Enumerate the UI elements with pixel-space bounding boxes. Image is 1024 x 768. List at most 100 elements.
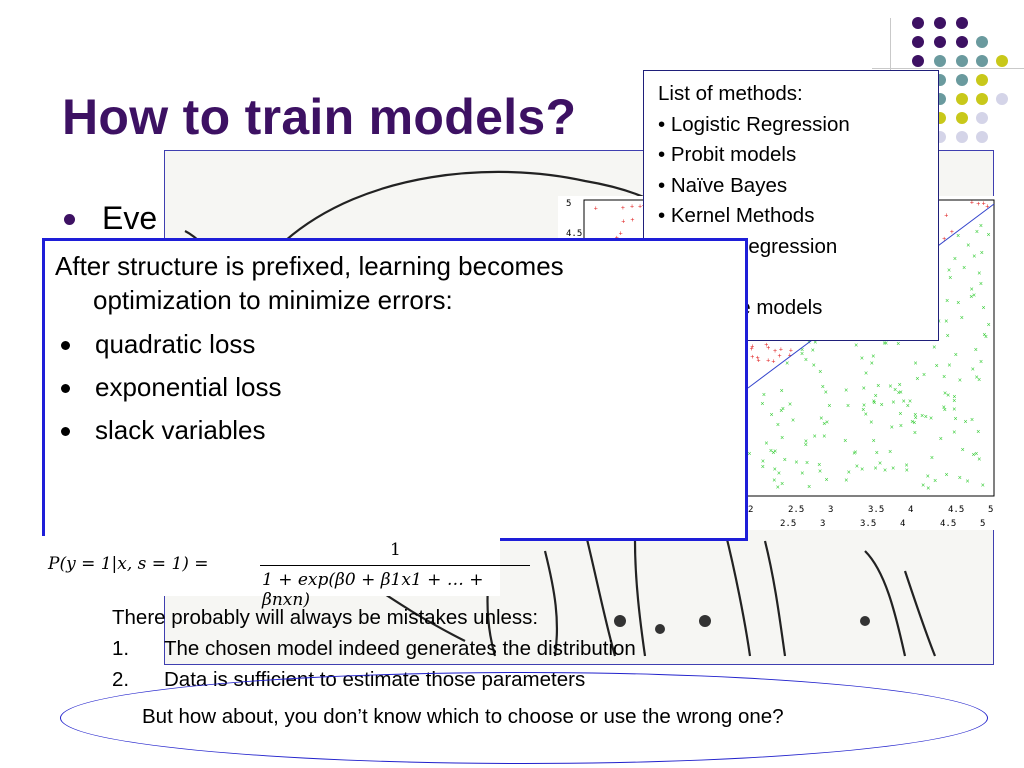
plot-point: × (924, 414, 928, 421)
plot-point: × (914, 360, 918, 367)
plot-point: × (888, 383, 892, 390)
plot-point: × (926, 486, 930, 493)
plot-point: × (944, 319, 948, 326)
plot-point: × (898, 382, 902, 389)
plot-point: × (958, 475, 962, 482)
plot-point: × (880, 402, 884, 409)
caveat-item-number: 2. (112, 668, 130, 691)
caveat-item: 1. The chosen model indeed generates the … (112, 633, 636, 664)
plot-tick-label: 2.5 (788, 505, 804, 515)
plot-point: + (944, 213, 948, 220)
decor-dot (956, 112, 968, 124)
method-item: • Kernel Methods (658, 204, 815, 227)
plot-point: + (621, 205, 625, 212)
intro-line-1: After structure is prefixed, learning be… (55, 251, 564, 281)
plot-point: + (766, 357, 770, 364)
plot-point: × (942, 404, 946, 411)
plot-point: × (897, 390, 901, 397)
intro-line-2: optimization to minimize errors: (93, 285, 453, 315)
plot-point: × (979, 359, 983, 366)
decor-dot (996, 55, 1008, 67)
plot-point: × (800, 351, 804, 358)
formula-fraction-bar (260, 565, 530, 566)
plot-point: × (776, 422, 780, 429)
plot-point: × (812, 362, 816, 369)
plot-point: × (945, 298, 949, 305)
method-item: • Logistic Regression (658, 112, 850, 136)
plot-point: × (819, 416, 823, 423)
plot-point: × (947, 268, 951, 275)
plot-tick-label: 3.5 (860, 519, 876, 529)
plot-point: × (942, 374, 946, 381)
plot-point: × (785, 361, 789, 368)
plot-point: × (843, 438, 847, 445)
methods-heading: List of methods: (658, 82, 803, 105)
plot-point: × (971, 367, 975, 374)
plot-point: × (970, 417, 974, 424)
plot-point: × (943, 407, 947, 414)
plot-point: × (870, 360, 874, 367)
question-text: But how about, you don’t know which to c… (142, 705, 784, 728)
plot-point: + (985, 204, 989, 211)
plot-point: × (888, 449, 892, 456)
plot-point: × (961, 447, 965, 454)
plot-point: × (954, 352, 958, 359)
plot-point: + (756, 355, 760, 362)
plot-point: + (779, 346, 783, 353)
plot-point: × (982, 305, 986, 312)
plot-point: × (772, 478, 776, 485)
plot-point: × (975, 229, 979, 236)
plot-point: × (846, 403, 850, 410)
decor-dot (976, 112, 988, 124)
caveat-item-text: The chosen model indeed generates the di… (164, 637, 636, 660)
plot-point: × (984, 334, 988, 341)
formula-numerator: 1 (390, 540, 401, 560)
plot-point: × (825, 477, 829, 484)
plot-point: × (762, 392, 766, 399)
plot-point: × (871, 353, 875, 360)
plot-point: × (773, 466, 777, 473)
decor-dot (912, 55, 924, 67)
plot-point: × (969, 294, 973, 301)
plot-point: × (964, 419, 968, 426)
plot-point: × (912, 420, 916, 427)
plot-tick-label: 4.5 (948, 505, 964, 515)
plot-point: × (899, 423, 903, 430)
decor-dot (976, 131, 988, 143)
plot-point: × (910, 419, 914, 426)
plot-point: × (781, 406, 785, 413)
plot-point: × (913, 412, 917, 419)
plot-point: + (789, 347, 793, 354)
plot-point: + (750, 354, 754, 361)
plot-point: × (791, 418, 795, 425)
plot-point: × (844, 478, 848, 485)
plot-point: + (778, 353, 782, 360)
plot-point: × (780, 388, 784, 395)
optimization-text-box: After structure is prefixed, learning be… (42, 238, 748, 541)
plot-tick-label: 4.5 (566, 229, 582, 239)
plot-point: × (956, 233, 960, 240)
plot-point: × (847, 470, 851, 477)
plot-point: × (800, 471, 804, 478)
decor-dot (956, 74, 968, 86)
loss-list: quadratic loss exponential loss slack va… (55, 323, 735, 452)
plot-point: × (952, 407, 956, 414)
plot-point: × (872, 399, 876, 406)
optimization-intro: After structure is prefixed, learning be… (55, 249, 735, 317)
caveat-item-number: 1. (112, 637, 130, 660)
question-ellipse (60, 672, 988, 764)
formula-lhs: P(y = 1|x, s = 1) = (48, 554, 209, 574)
plot-tick-label: 5 (566, 199, 571, 209)
plot-point: × (773, 448, 777, 455)
plot-point: × (958, 377, 962, 384)
plot-point: × (780, 481, 784, 488)
plot-point: × (844, 388, 848, 395)
plot-point: × (891, 465, 895, 472)
plot-point: × (981, 482, 985, 489)
plot-point: × (982, 332, 986, 339)
plot-point: × (933, 478, 937, 485)
plot-point: × (946, 333, 950, 340)
plot-point: + (621, 219, 625, 226)
plot-point: × (860, 467, 864, 474)
plot-point: + (773, 348, 777, 355)
